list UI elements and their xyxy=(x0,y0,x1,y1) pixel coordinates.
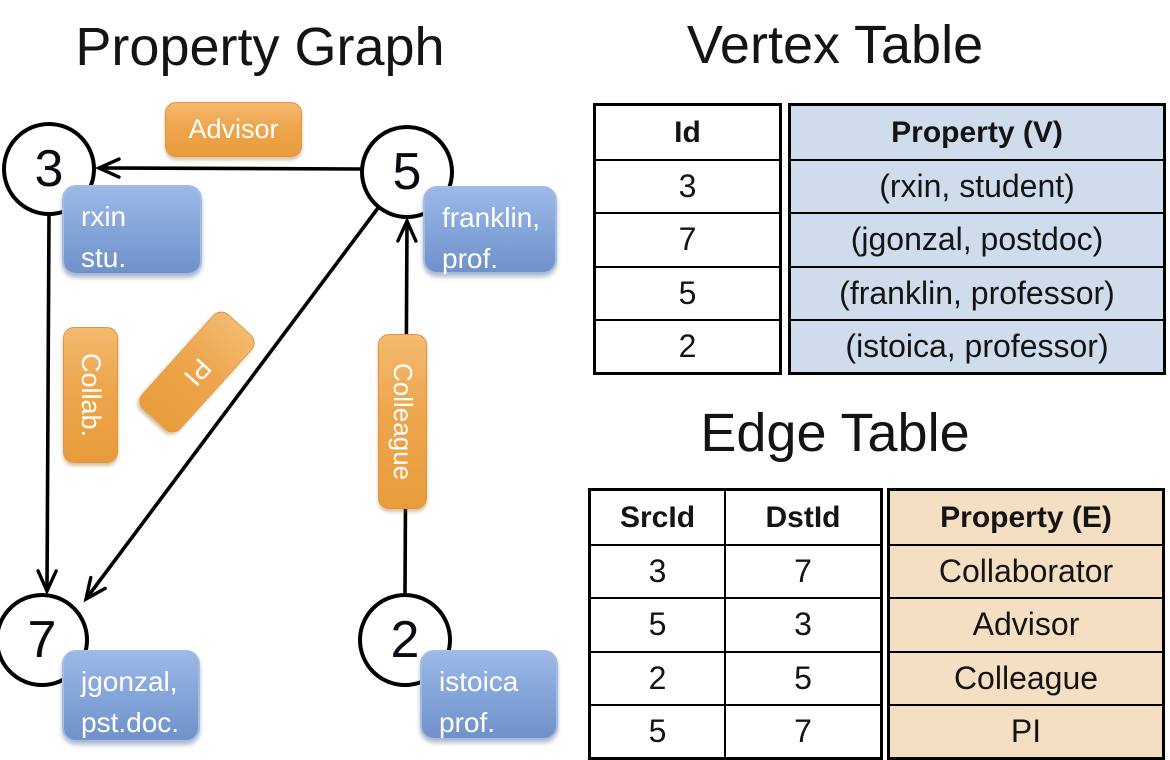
vertex-property-3-line2: stu. xyxy=(81,241,127,273)
vertex-node-2-id: 2 xyxy=(390,611,420,669)
vertex-property-cell: (istoica, professor) xyxy=(791,318,1163,372)
edge-property-0: Collaborator xyxy=(938,553,1114,590)
vertex-property-0: (rxin, student) xyxy=(879,168,1075,205)
edge-table-srcid-header-label: SrcId xyxy=(619,500,696,534)
edge-src-2: 2 xyxy=(648,659,667,696)
edge-src-cell: 2 xyxy=(591,650,726,704)
vertex-property-cell: (rxin, student) xyxy=(791,159,1163,212)
vertex-table-property-column: Property (V) (rxin, student) (jgonzal, p… xyxy=(788,103,1166,375)
vertex-id-0: 3 xyxy=(678,168,697,205)
edge-table-title: Edge Table xyxy=(700,403,970,463)
edge-advisor-5-to-3 xyxy=(94,157,362,179)
edge-src-cell: 5 xyxy=(591,703,726,757)
vertex-property-cell: (franklin, professor) xyxy=(791,265,1163,319)
edge-property-cell: PI xyxy=(890,703,1162,757)
vertex-table-id-header: Id xyxy=(596,106,779,159)
vertex-id-cell: 3 xyxy=(596,159,779,212)
edge-table-property-header-label: Property (E) xyxy=(940,500,1112,534)
edge-dst-0: 7 xyxy=(794,553,812,590)
edge-property-cell: Advisor xyxy=(890,597,1162,650)
edge-src-cell: 3 xyxy=(591,544,726,598)
edge-dst-2: 5 xyxy=(794,659,812,696)
vertex-table-id-column: Id 3 7 5 2 xyxy=(593,103,782,375)
edge-src-cell: 5 xyxy=(591,597,726,651)
edge-property-2: Colleague xyxy=(953,659,1099,696)
edge-table-dstid-header-label: DstId xyxy=(765,500,841,534)
edge-property-cell: Colleague xyxy=(890,650,1162,704)
vertex-node-7-id: 7 xyxy=(27,611,57,669)
edge-pi-5-to-7 xyxy=(83,206,380,603)
edge-label-collab: Collab. xyxy=(63,327,118,463)
vertex-property-2-line2: prof. xyxy=(439,706,496,738)
vertex-id-cell: 2 xyxy=(596,318,779,372)
edge-dst-3: 7 xyxy=(794,712,812,749)
vertex-property-2-line1: istoica xyxy=(439,666,519,697)
edge-src-0: 3 xyxy=(648,553,667,590)
vertex-property-box-5: franklin, prof. xyxy=(423,186,557,274)
edge-dst-cell: 7 xyxy=(726,544,880,597)
vertex-node-5: 5 xyxy=(360,125,454,219)
edge-dst-cell: 3 xyxy=(726,597,880,650)
edge-table-dstid-header: DstId xyxy=(726,491,880,544)
vertex-property-box-2: istoica prof. xyxy=(420,650,558,740)
vertex-id-cell: 7 xyxy=(596,212,779,265)
edge-src-1: 5 xyxy=(648,606,667,643)
edge-label-colleague: Colleague xyxy=(378,334,427,509)
property-graph-title: Property Graph xyxy=(75,17,445,77)
vertex-property-5-line1: franklin, xyxy=(442,202,541,233)
vertex-table-id-header-label: Id xyxy=(674,115,701,149)
vertex-property-cell: (jgonzal, postdoc) xyxy=(791,212,1163,265)
vertex-property-box-3: rxin stu. xyxy=(62,185,202,275)
vertex-node-5-id: 5 xyxy=(392,143,422,201)
vertex-property-1: (jgonzal, postdoc) xyxy=(850,221,1104,258)
edge-label-advisor: Advisor xyxy=(165,102,302,157)
vertex-property-3-line1: rxin xyxy=(81,201,127,232)
vertex-id-1: 7 xyxy=(678,221,697,258)
edge-table-srcid-header: SrcId xyxy=(591,491,726,545)
edge-property-1: Advisor xyxy=(972,606,1080,643)
edge-dst-cell: 7 xyxy=(726,703,880,757)
vertex-property-5-line2: prof. xyxy=(442,242,499,274)
vertex-table-title: Vertex Table xyxy=(686,15,984,75)
edge-src-3: 5 xyxy=(648,712,667,749)
vertex-property-3: (istoica, professor) xyxy=(845,327,1109,364)
edge-property-cell: Collaborator xyxy=(890,544,1162,597)
edge-dst-1: 3 xyxy=(794,606,812,643)
vertex-property-2: (franklin, professor) xyxy=(839,274,1115,311)
vertex-property-7-line2: pst.doc. xyxy=(81,706,180,738)
vertex-table-property-header-label: Property (V) xyxy=(891,115,1063,149)
edge-dst-cell: 5 xyxy=(726,650,880,704)
vertex-property-box-7: jgonzal, pst.doc. xyxy=(62,650,200,742)
edge-property-3: PI xyxy=(1010,712,1042,749)
vertex-property-7-line1: jgonzal, xyxy=(81,666,178,697)
vertex-table-property-header: Property (V) xyxy=(791,106,1163,159)
edge-table-property-column: Property (E) Collaborator Advisor Collea… xyxy=(887,488,1165,760)
vertex-node-3-id: 3 xyxy=(34,140,64,198)
edge-table-property-header: Property (E) xyxy=(890,491,1162,544)
vertex-id-cell: 5 xyxy=(596,265,779,319)
vertex-id-2: 5 xyxy=(678,274,697,311)
edge-collab-3-to-7 xyxy=(36,212,58,596)
edge-table-src-dst-columns: SrcId DstId 3 7 5 3 2 5 5 7 xyxy=(588,488,883,760)
vertex-id-3: 2 xyxy=(678,327,697,364)
